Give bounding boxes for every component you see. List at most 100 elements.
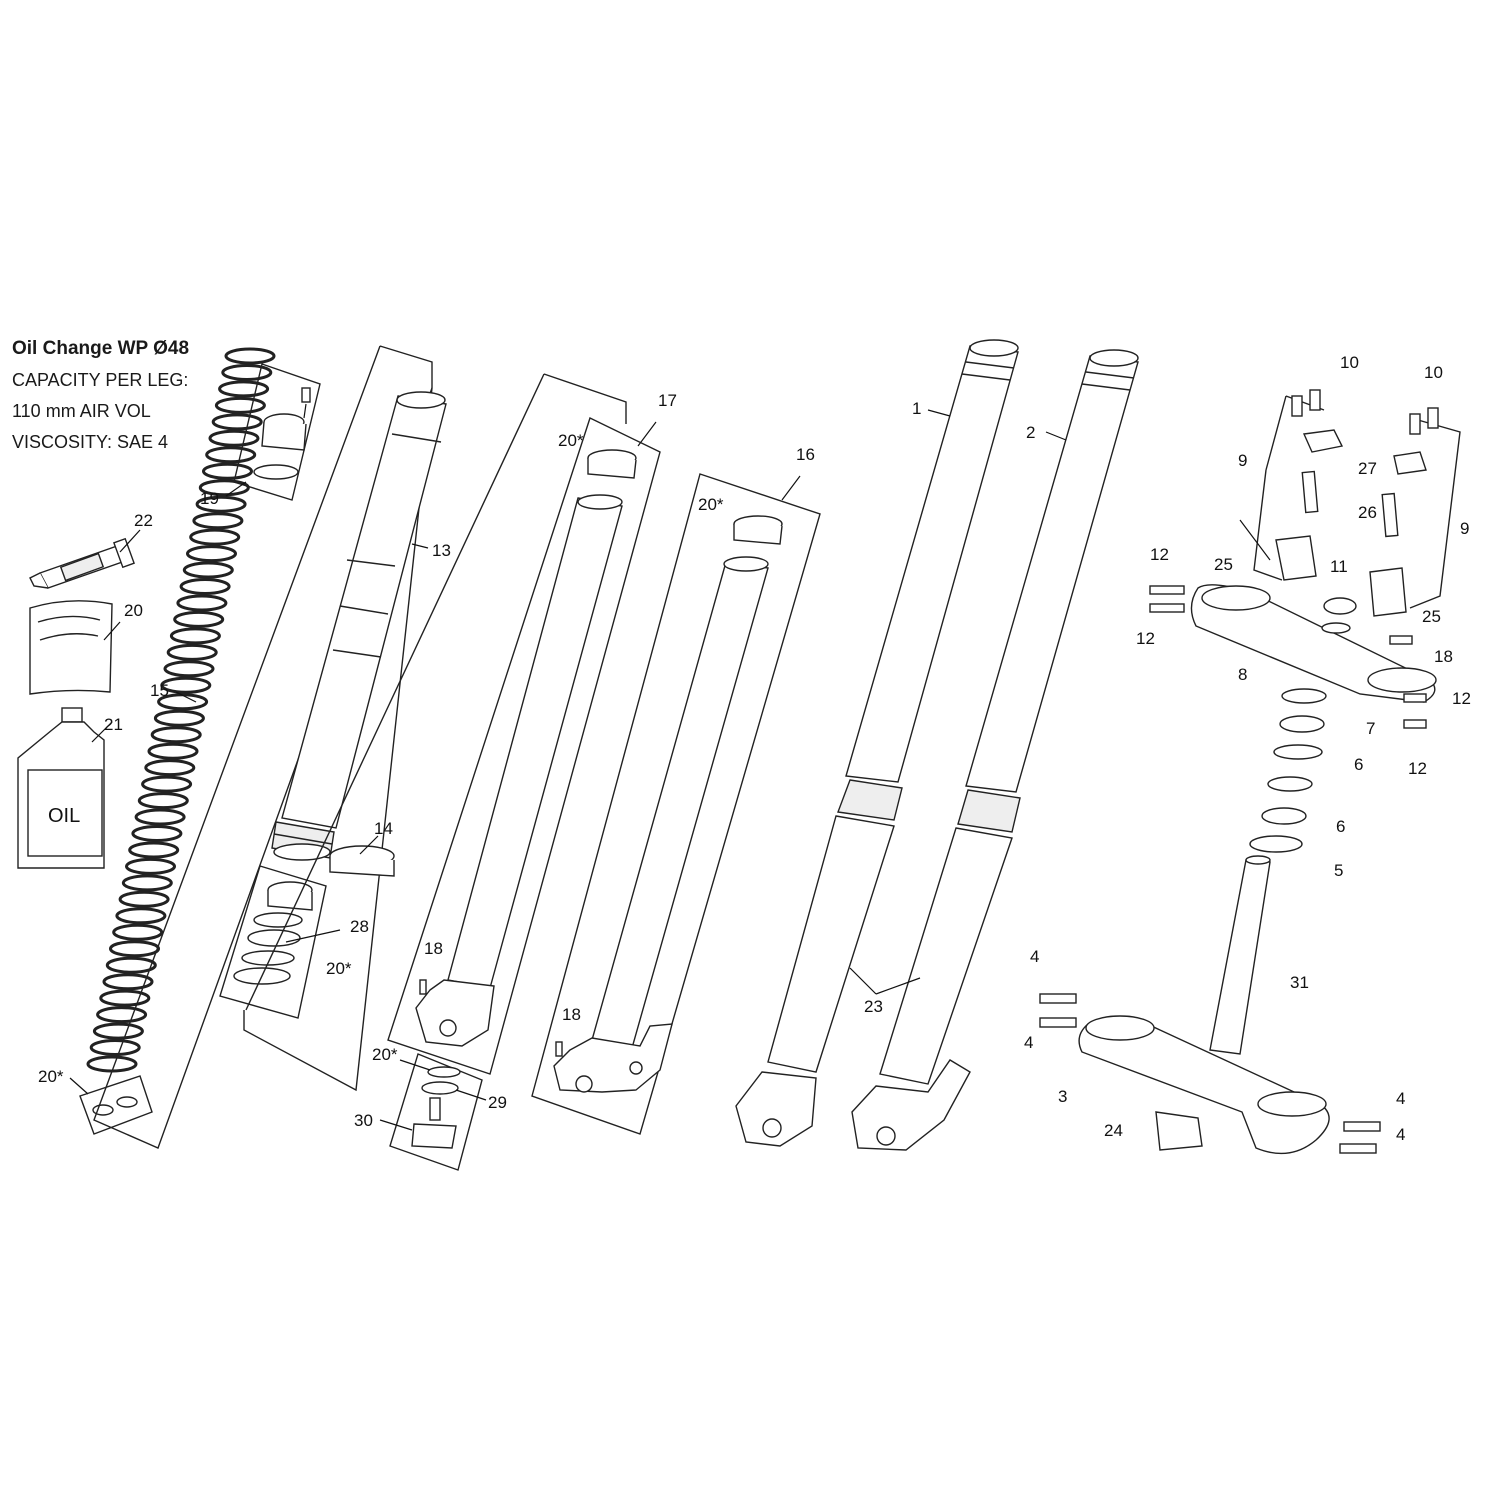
callout-20e: 20*: [38, 1067, 64, 1086]
spring-coil: [205, 446, 257, 464]
callout-24: 24: [1104, 1121, 1123, 1140]
callout-31: 31: [1290, 973, 1309, 992]
callout-19: 19: [200, 489, 219, 508]
steering-bearings: [1249, 688, 1327, 853]
callout-4c: 4: [1396, 1089, 1405, 1108]
spring-coil: [208, 429, 260, 447]
callout-11: 11: [1330, 557, 1348, 576]
spring-coil: [141, 775, 193, 793]
callout-8: 8: [1238, 665, 1247, 684]
bleed-screws: [419, 635, 1413, 1057]
callout-20a: 20*: [558, 431, 584, 450]
callout-6b: 6: [1336, 817, 1345, 836]
seal-stack: [219, 865, 341, 1019]
callout-14: 14: [374, 819, 393, 838]
callout-1: 1: [912, 399, 921, 418]
callout-12a: 12: [1150, 545, 1169, 564]
fork-leg-1: [735, 339, 1019, 1147]
spring-coil: [211, 413, 263, 431]
callout-15: 15: [150, 681, 169, 700]
callout-12c: 12: [1452, 689, 1471, 708]
spring-coil: [144, 759, 196, 777]
spring-coil: [163, 660, 215, 678]
callout-21: 21: [104, 715, 123, 734]
spring-coil: [182, 561, 234, 579]
callout-22: 22: [134, 511, 153, 530]
spring-coil: [105, 956, 157, 974]
spring-coil: [121, 874, 173, 892]
callout-23: 23: [864, 997, 883, 1016]
callout-25a: 25: [1214, 555, 1233, 574]
spring-coil: [224, 347, 276, 365]
spring-coil: [102, 973, 154, 991]
oil-change-notes: Oil Change WP Ø48 CAPACITY PER LEG: 110 …: [12, 338, 189, 453]
callout-18b: 18: [562, 1005, 581, 1024]
callout-10a: 10: [1340, 353, 1359, 372]
spring-coil: [109, 940, 160, 958]
callout-7: 7: [1366, 719, 1375, 738]
spring-coil: [147, 742, 199, 760]
top-cap-assembly: [225, 363, 321, 501]
callout-3: 3: [1058, 1087, 1067, 1106]
spring-coil: [214, 396, 266, 414]
cartridge-group: [93, 345, 447, 1149]
callout-25b: 25: [1422, 607, 1441, 626]
seal-kit-bag: [29, 600, 121, 695]
spring-coil: [92, 1022, 144, 1040]
spring-coil: [99, 989, 151, 1007]
callout-27: 27: [1358, 459, 1377, 478]
spring-coil: [186, 545, 237, 563]
callout-26: 26: [1358, 503, 1377, 522]
inner-tube-assembly-17: [245, 373, 661, 1075]
spring-coil: [150, 726, 202, 744]
callout-20b: 20*: [698, 495, 724, 514]
spring-coil: [189, 528, 241, 546]
spring-coil: [115, 907, 167, 925]
lower-triple-clamp: [1039, 855, 1381, 1155]
callout-29: 29: [488, 1093, 507, 1112]
spring-coil: [128, 841, 180, 859]
callout-4b: 4: [1024, 1033, 1033, 1052]
spring-coil: [192, 512, 244, 530]
oil-bottle-label: OIL: [48, 805, 80, 827]
upper-triple-clamp: [1149, 584, 1437, 729]
callout-18c: 18: [1434, 647, 1453, 666]
callout-16: 16: [796, 445, 815, 464]
spring-coil: [112, 923, 164, 941]
spring-coil: [195, 495, 247, 513]
callout-17: 17: [658, 391, 677, 410]
callout-12b: 12: [1136, 629, 1155, 648]
callout-6a: 6: [1354, 755, 1363, 774]
spring-coil: [160, 676, 212, 694]
handlebar-clamp-set: [1239, 389, 1461, 617]
spring-coil: [131, 825, 183, 842]
oil-bottle: [17, 707, 113, 869]
leader-23a: [849, 967, 877, 995]
spring-coil: [169, 627, 221, 645]
spring-coil: [166, 643, 218, 661]
spring-coil: [198, 479, 250, 497]
notes-title: Oil Change WP Ø48: [12, 338, 190, 359]
grease-tube: [29, 529, 141, 589]
callout-13: 13: [432, 541, 451, 560]
inner-tube-assembly-16: [531, 473, 821, 1135]
callout-28: 28: [350, 917, 369, 936]
callout-30: 30: [354, 1111, 373, 1130]
spring-coil: [89, 1039, 141, 1056]
callout-20: 20: [124, 601, 143, 620]
leader-15: [175, 691, 197, 703]
spring-coil: [96, 1006, 148, 1024]
spring-coil: [125, 857, 176, 875]
spring-coil: [218, 380, 270, 398]
callout-9b: 9: [1460, 519, 1469, 538]
spring-coil: [86, 1055, 138, 1073]
callout-20c: 20*: [326, 959, 352, 978]
callout-5: 5: [1334, 861, 1343, 880]
spring-coil: [221, 364, 273, 381]
spring-coil: [137, 792, 189, 810]
spring-coil: [202, 462, 253, 480]
spring-coil: [118, 890, 170, 908]
notes-air-volume: 110 mm AIR VOL: [12, 401, 151, 421]
notes-capacity: CAPACITY PER LEG:: [12, 370, 189, 390]
